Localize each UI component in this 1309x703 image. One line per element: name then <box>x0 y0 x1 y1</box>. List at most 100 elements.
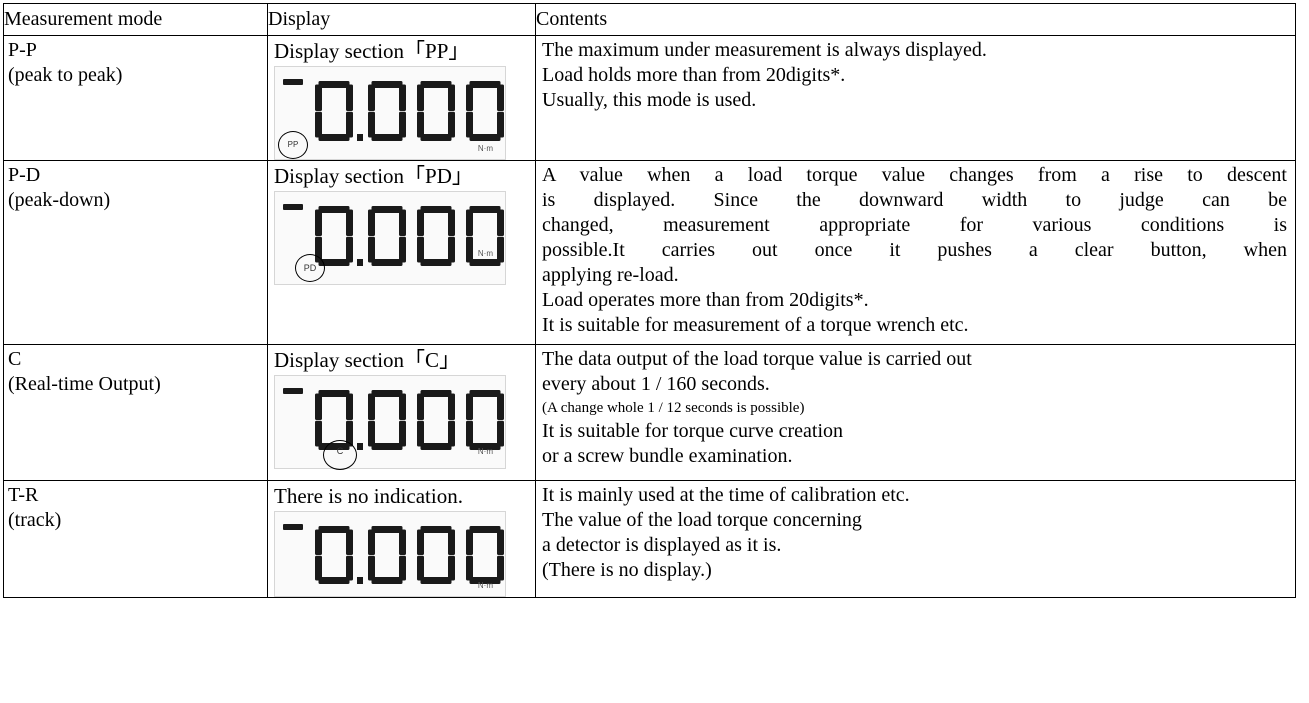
lcd-segment <box>417 529 424 555</box>
lcd-digits <box>283 388 504 450</box>
display-cell: Display section「C」 C N·m <box>267 344 536 481</box>
mode-cell: T-R (track) <box>3 480 268 598</box>
unit-label: N·m <box>477 581 493 590</box>
lcd-segment <box>318 390 350 397</box>
lcd-segment <box>371 526 403 533</box>
mode-cell: C (Real-time Output) <box>3 344 268 481</box>
lcd-segment <box>346 84 353 111</box>
lcd-segment <box>420 526 452 533</box>
lcd-segment <box>368 209 375 236</box>
mode-code: T-R <box>8 484 39 506</box>
lcd-segment <box>346 393 353 420</box>
contents-line: It is suitable for measurement of a torq… <box>542 314 969 336</box>
contents-line: possible.It carries out once it pushes a… <box>542 239 1287 261</box>
measurement-mode-table: Measurement mode Display Contents P-P (p… <box>3 3 1296 598</box>
lcd-sign-segment <box>283 79 303 85</box>
lcd-segment <box>417 209 424 236</box>
contents-cell: The data output of the load torque value… <box>535 344 1296 481</box>
lcd-segment <box>466 420 473 447</box>
display-cell: Display section「PD」 PD N·m <box>267 160 536 345</box>
display-label: Display section「PP」 <box>274 39 470 63</box>
lcd-segment <box>399 236 406 263</box>
lcd-segment <box>466 209 473 236</box>
lcd-segment <box>399 529 406 555</box>
lcd-sign-segment <box>283 204 303 210</box>
lcd-segment <box>318 206 350 213</box>
lcd-digits <box>283 204 504 266</box>
lcd-segment <box>368 236 375 263</box>
mode-indicator-circle: PD <box>295 254 325 282</box>
lcd-segment <box>315 393 322 420</box>
lcd-digit <box>368 206 406 266</box>
lcd-segment <box>469 526 501 533</box>
lcd-segment <box>315 420 322 447</box>
mode-indicator-circle: PP <box>278 131 308 159</box>
lcd-segment <box>346 529 353 555</box>
display-label: Display section「PD」 <box>274 164 473 188</box>
mode-description: (peak to peak) <box>8 64 123 86</box>
lcd-segment <box>417 84 424 111</box>
lcd-segment <box>315 84 322 111</box>
lcd-segment <box>469 577 501 584</box>
lcd-digit <box>315 526 353 584</box>
lcd-segment <box>399 84 406 111</box>
lcd-segment <box>448 209 455 236</box>
lcd-segment <box>448 393 455 420</box>
lcd-segment <box>371 134 403 141</box>
lcd-segment <box>497 555 504 581</box>
lcd-decimal-point <box>357 443 363 450</box>
lcd-decimal-point <box>357 259 363 266</box>
lcd-segment <box>399 393 406 420</box>
lcd-segment <box>346 236 353 263</box>
mode-cell: P-P (peak to peak) <box>3 35 268 161</box>
lcd-display: N·m <box>274 511 506 597</box>
lcd-decimal-point <box>357 577 363 584</box>
lcd-segment <box>497 209 504 236</box>
unit-label: N·m <box>477 447 493 456</box>
lcd-segment <box>469 134 501 141</box>
lcd-digit <box>315 81 353 141</box>
lcd-segment <box>346 555 353 581</box>
lcd-segment <box>466 393 473 420</box>
contents-line: is displayed. Since the downward width t… <box>542 189 1287 211</box>
lcd-segment <box>497 236 504 263</box>
lcd-segment <box>417 555 424 581</box>
lcd-segment <box>448 555 455 581</box>
contents-cell: The maximum under measurement is always … <box>535 35 1296 161</box>
lcd-segment <box>420 390 452 397</box>
display-cell: There is no indication. N·m <box>267 480 536 598</box>
lcd-segment <box>399 420 406 447</box>
contents-cell: It is mainly used at the time of calibra… <box>535 480 1296 598</box>
mode-description: (Real-time Output) <box>8 373 161 395</box>
lcd-digit <box>466 390 504 450</box>
table-header-row: Measurement mode Display Contents <box>3 3 1296 36</box>
lcd-segment <box>420 259 452 266</box>
lcd-segment <box>368 393 375 420</box>
lcd-digit <box>417 526 455 584</box>
lcd-segment <box>466 236 473 263</box>
lcd-display: C N·m <box>274 375 506 470</box>
lcd-segment <box>497 420 504 447</box>
lcd-segment <box>448 236 455 263</box>
lcd-segment <box>466 111 473 138</box>
lcd-segment <box>315 529 322 555</box>
contents-line: The maximum under measurement is always … <box>542 39 987 61</box>
lcd-sign-segment <box>283 524 303 530</box>
lcd-segment <box>368 529 375 555</box>
lcd-segment <box>417 420 424 447</box>
lcd-sign-segment <box>283 388 303 394</box>
display-cell: Display section「PP」 PP N·m <box>267 35 536 161</box>
lcd-digit <box>466 206 504 266</box>
lcd-segment <box>318 526 350 533</box>
lcd-segment <box>417 236 424 263</box>
lcd-segment <box>497 84 504 111</box>
lcd-digit <box>466 526 504 584</box>
lcd-segment <box>371 390 403 397</box>
lcd-decimal-point <box>357 134 363 141</box>
lcd-segment <box>497 393 504 420</box>
lcd-segment <box>448 84 455 111</box>
lcd-segment <box>420 577 452 584</box>
lcd-segment <box>315 111 322 138</box>
contents-line: Usually, this mode is used. <box>542 89 757 111</box>
contents-line: It is suitable for torque curve creation <box>542 420 843 442</box>
